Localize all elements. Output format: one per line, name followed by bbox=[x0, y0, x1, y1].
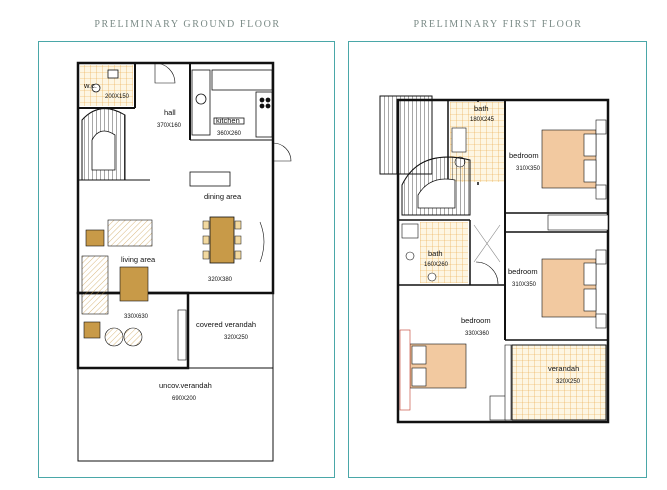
wc-size: 200X150 bbox=[105, 94, 130, 100]
wc-toilet bbox=[91, 83, 101, 93]
verandah-floor bbox=[511, 344, 607, 421]
first-floor-frame bbox=[348, 41, 647, 478]
ground-staircase bbox=[81, 108, 126, 181]
wc-basin bbox=[107, 69, 119, 79]
bath-mid-size: 160X260 bbox=[424, 262, 449, 268]
ground-floor-title: PRELIMINARY GROUND FLOOR bbox=[94, 19, 281, 30]
verandah-size: 320X250 bbox=[556, 379, 581, 385]
bath-top-name: bath bbox=[474, 104, 489, 113]
uncov-verandah-size: 690X200 bbox=[172, 396, 197, 402]
bedroom-3-bed bbox=[399, 329, 467, 411]
bedroom-2-size: 310X350 bbox=[512, 282, 537, 288]
bedroom-3-name: bedroom bbox=[461, 316, 491, 325]
kitchen-size: 360X260 bbox=[217, 131, 242, 137]
hall-size: 370X160 bbox=[157, 123, 182, 129]
dining-name: dining area bbox=[204, 192, 242, 201]
first-staircase bbox=[401, 156, 471, 216]
sideboard bbox=[189, 171, 231, 187]
living-size: 330X630 bbox=[124, 314, 149, 320]
bedroom-1-name: bedroom bbox=[509, 151, 539, 160]
bedroom-1-size: 310X350 bbox=[516, 166, 541, 172]
dining-size: 320X380 bbox=[208, 277, 233, 283]
covered-verandah-name: covered verandah bbox=[196, 320, 256, 329]
dining-table bbox=[202, 216, 242, 264]
living-name: living area bbox=[121, 255, 156, 264]
bedroom-1-bed bbox=[541, 119, 607, 200]
bedroom-2-name: bedroom bbox=[508, 267, 538, 276]
balcony-grille bbox=[379, 95, 433, 175]
first-floor-walls bbox=[396, 98, 610, 424]
uncov-verandah-name: uncov.verandah bbox=[159, 381, 212, 390]
bath-mid-floor bbox=[420, 222, 468, 283]
wc-floor bbox=[80, 65, 133, 106]
bath-top-size: 180X245 bbox=[470, 117, 495, 123]
ground-floor-frame bbox=[38, 41, 335, 478]
wc-name: w.c. bbox=[83, 81, 97, 90]
kitchen-name: kitchen bbox=[216, 116, 240, 125]
bedroom-2-bed bbox=[541, 249, 607, 329]
kitchen-counters bbox=[191, 69, 273, 138]
verandah-name: verandah bbox=[548, 364, 579, 373]
covered-verandah-size: 320X250 bbox=[224, 335, 249, 341]
bedroom-3-size: 330X360 bbox=[465, 331, 490, 337]
first-floor-title: PRELIMINARY FIRST FLOOR bbox=[413, 19, 583, 30]
living-furniture bbox=[81, 219, 153, 347]
bath-mid-name: bath bbox=[428, 249, 443, 258]
hall-name: hall bbox=[164, 108, 176, 117]
